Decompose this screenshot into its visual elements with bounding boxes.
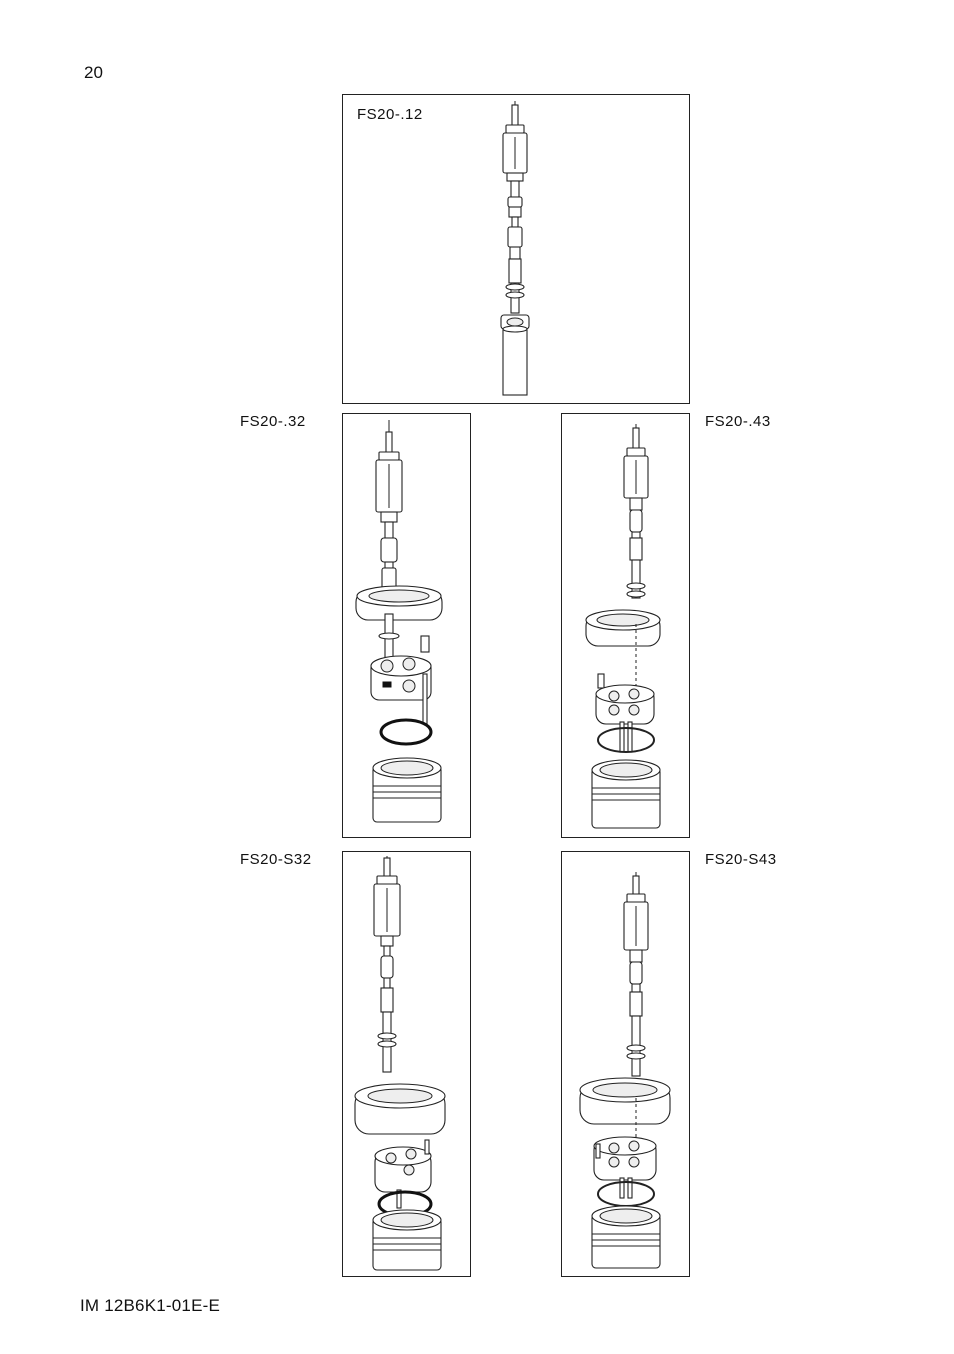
figure-fs20-s43 [561,851,690,1277]
figure-label-fs20-s32: FS20-S32 [240,851,312,868]
sensor-assembly-drawing [355,420,443,823]
sensor-assembly-drawing [500,101,530,396]
figure-fs20-12: FS20-.12 [342,94,690,404]
figure-fs20-s32 [342,851,471,1277]
figure-label-fs20-43: FS20-.43 [705,413,771,430]
figure-label-fs20-32: FS20-.32 [240,413,306,430]
figure-label-fs20-s43: FS20-S43 [705,851,777,868]
sensor-assembly-drawing [354,856,446,1271]
figure-fs20-32 [342,413,471,838]
page-number: 20 [84,63,103,82]
document-code-footer: IM 12B6K1-01E-E [80,1296,221,1315]
figure-label-fs20-12: FS20-.12 [357,106,423,123]
sensor-assembly-drawing [579,872,671,1269]
sensor-assembly-drawing [585,424,661,829]
figure-fs20-43 [561,413,690,838]
